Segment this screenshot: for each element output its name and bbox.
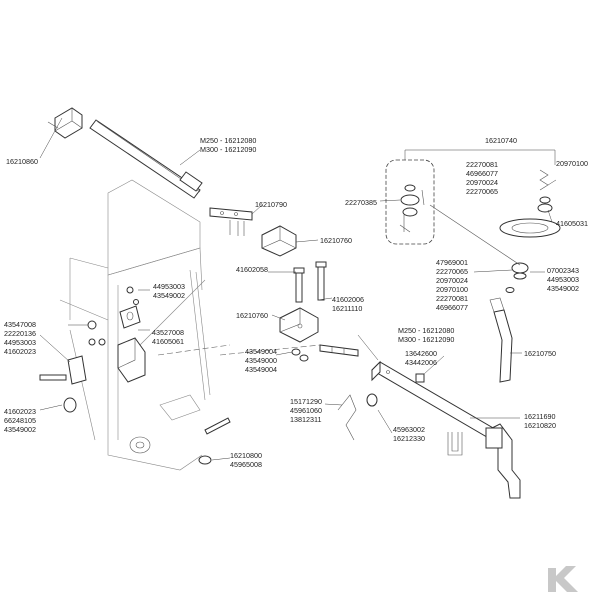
label-45963002: 45963002 — [393, 425, 425, 434]
label-44953003-b: 44953003 — [4, 338, 36, 347]
label-45965008: 45965008 — [230, 460, 262, 469]
ubolt-16212330 — [447, 432, 463, 456]
label-43549004-a: 43549004 — [245, 347, 277, 356]
bracket-16210760-upper — [261, 225, 297, 257]
label-16212330: 16212330 — [393, 434, 425, 443]
bracket-43527008 — [119, 305, 141, 329]
label-m300-lower: M300 - 16212090 — [398, 335, 454, 344]
arm-16210750 — [489, 297, 513, 383]
label-16210740: 16210740 — [485, 136, 517, 145]
label-15171290: 15171290 — [290, 397, 322, 406]
label-22270065-b: 22270065 — [436, 267, 468, 276]
disc-and-hub — [429, 169, 561, 293]
label-20970024-a: 20970024 — [466, 178, 498, 187]
label-20970100-a: 20970100 — [556, 159, 588, 168]
label-22270081-a: 22270081 — [466, 160, 498, 169]
label-66248105: 66248105 — [4, 416, 36, 425]
label-44953003-c: 44953003 — [547, 275, 579, 284]
label-43547008: 43547008 — [4, 320, 36, 329]
label-43549002-b: 43549002 — [4, 425, 36, 434]
label-22270081-b: 22270081 — [436, 294, 468, 303]
bolts-41602058 — [293, 261, 327, 303]
label-22270385: 22270385 — [345, 198, 377, 207]
part-labels: 16210860 M250 - 16212080 M300 - 16212090… — [4, 136, 588, 469]
label-43549000: 43549000 — [245, 356, 277, 365]
label-41605061: 41605061 — [152, 337, 184, 346]
label-13812311: 13812311 — [290, 415, 321, 424]
leader-lines — [39, 117, 557, 461]
label-22220136: 22220136 — [4, 329, 36, 338]
label-16211110: 16211110 — [332, 304, 362, 313]
alignment-lines — [157, 344, 321, 356]
tube-m250-m300-lower — [371, 360, 501, 441]
tube-m250-m300-upper — [89, 119, 203, 199]
label-47969001: 47969001 — [436, 258, 468, 267]
label-m300-upper: M300 - 16212090 — [200, 145, 256, 154]
label-16210760-upper: 16210760 — [320, 236, 352, 245]
pin-16210800 — [198, 417, 231, 465]
label-46966077-a: 46966077 — [466, 169, 498, 178]
machine-housing — [59, 179, 211, 471]
label-43549004-b: 43549004 — [245, 365, 277, 374]
label-46966077-b: 46966077 — [436, 303, 468, 312]
label-16210820: 16210820 — [524, 421, 556, 430]
label-22270065-a: 22270065 — [466, 187, 498, 196]
label-16210860: 16210860 — [6, 157, 38, 166]
label-16210760-middle: 16210760 — [236, 311, 268, 320]
arm-16210820 — [485, 423, 521, 499]
spring-15171290 — [337, 393, 378, 441]
label-41602023-a: 41602023 — [4, 347, 36, 356]
label-43549002-c: 43549002 — [547, 284, 579, 293]
label-45961060: 45961060 — [290, 406, 322, 415]
label-43442006: 43442006 — [405, 358, 437, 367]
label-41605031: 41605031 — [556, 219, 588, 228]
label-16210790: 16210790 — [255, 200, 287, 209]
logo-mark — [548, 566, 578, 592]
bar-16210790 — [209, 207, 253, 236]
label-20970100-b: 20970100 — [436, 285, 468, 294]
label-16211690: 16211690 — [524, 412, 555, 421]
label-41602006: 41602006 — [332, 295, 364, 304]
washers-left — [39, 286, 139, 413]
label-41602023-b: 41602023 — [4, 407, 36, 416]
label-43549002-a: 43549002 — [153, 291, 185, 300]
bracket-41605061 — [117, 337, 146, 383]
nut-13642600 — [415, 373, 425, 383]
label-m250-lower: M250 - 16212080 — [398, 326, 454, 335]
bracket-16210860 — [47, 107, 83, 139]
bracket-16210760-middle — [279, 307, 319, 362]
label-13642600: 13642600 — [405, 349, 437, 358]
label-41602058: 41602058 — [236, 265, 268, 274]
detail-view-box — [385, 149, 556, 245]
label-43527008: 43527008 — [152, 328, 184, 337]
label-44953003-a: 44953003 — [153, 282, 185, 291]
label-20970024-b: 20970024 — [436, 276, 468, 285]
label-16210750: 16210750 — [524, 349, 556, 358]
label-16210800: 16210800 — [230, 451, 262, 460]
pin-16211110 — [319, 344, 359, 357]
label-07002343: 07002343 — [547, 266, 579, 275]
label-m250-upper: M250 - 16212080 — [200, 136, 256, 145]
